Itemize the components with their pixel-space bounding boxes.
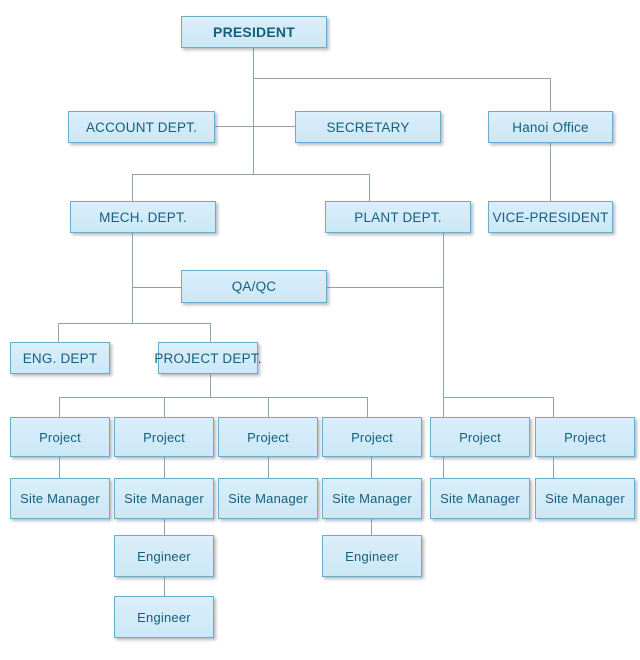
node-site-manager-1: Site Manager	[10, 478, 110, 519]
node-vice-president: VICE-PRESIDENT	[488, 201, 613, 233]
connector-line	[443, 233, 444, 417]
node-label: Hanoi Office	[512, 119, 589, 135]
node-label: PLANT DEPT.	[354, 209, 442, 225]
connector-line	[59, 397, 60, 417]
node-label: Site Manager	[20, 491, 100, 506]
connector-line	[164, 457, 165, 478]
connector-line	[371, 457, 372, 478]
node-eng-dept: ENG. DEPT	[10, 342, 110, 374]
node-label: Site Manager	[332, 491, 412, 506]
node-site-manager-4: Site Manager	[322, 478, 422, 519]
connector-line	[550, 78, 551, 111]
node-hanoi-office: Hanoi Office	[488, 111, 613, 143]
connector-line	[253, 48, 254, 174]
connector-line	[553, 397, 554, 417]
node-label: Project	[143, 429, 185, 445]
connector-line	[210, 323, 211, 342]
node-president: PRESIDENT	[181, 16, 327, 48]
node-label: Project	[351, 429, 393, 445]
connector-line	[443, 457, 444, 478]
node-engineer-1: Engineer	[114, 535, 214, 577]
node-label: QA/QC	[231, 279, 277, 294]
connector-line	[164, 397, 165, 417]
connector-line	[268, 397, 269, 417]
node-plant-dept: PLANT DEPT.	[325, 201, 471, 233]
node-account-dept: ACCOUNT DEPT.	[68, 111, 215, 143]
node-engineer-2: Engineer	[114, 596, 214, 638]
connector-line	[327, 287, 443, 288]
connector-line	[443, 397, 553, 398]
node-site-manager-3: Site Manager	[218, 478, 318, 519]
node-label: Site Manager	[124, 491, 204, 506]
node-label: Project	[39, 429, 81, 445]
node-engineer-3: Engineer	[322, 535, 422, 577]
node-project-1: Project	[10, 417, 110, 457]
node-secretary: SECRETARY	[295, 111, 441, 143]
node-project-4: Project	[322, 417, 422, 457]
node-project-3: Project	[218, 417, 318, 457]
node-project-2: Project	[114, 417, 214, 457]
node-label: Engineer	[137, 548, 191, 564]
node-label: Engineer	[137, 609, 191, 625]
node-label: VICE-PRESIDENT	[492, 209, 609, 225]
node-label: Project	[459, 429, 501, 445]
node-label: Project	[247, 429, 289, 445]
node-site-manager-5: Site Manager	[430, 478, 530, 519]
connector-line	[215, 126, 295, 127]
node-label: SECRETARY	[326, 119, 410, 135]
connector-line	[132, 174, 133, 201]
connector-line	[268, 457, 269, 478]
connector-line	[253, 78, 550, 79]
connector-line	[59, 457, 60, 478]
connector-line	[59, 397, 367, 398]
node-site-manager-2: Site Manager	[114, 478, 214, 519]
connector-line	[367, 397, 368, 417]
node-label: Site Manager	[545, 491, 625, 506]
node-label: MECH. DEPT.	[99, 209, 187, 225]
node-label: PROJECT DEPT.	[154, 350, 262, 366]
connector-line	[132, 233, 133, 323]
connector-line	[164, 519, 165, 535]
node-project-6: Project	[535, 417, 635, 457]
node-label: Project	[564, 429, 606, 445]
node-label: PRESIDENT	[213, 24, 295, 40]
node-label: Site Manager	[440, 491, 520, 506]
connector-line	[210, 374, 211, 397]
node-mech-dept: MECH. DEPT.	[70, 201, 216, 233]
node-project-5: Project	[430, 417, 530, 457]
connector-line	[164, 577, 165, 596]
node-label: Site Manager	[228, 491, 308, 506]
connector-line	[550, 143, 551, 201]
node-label: ENG. DEPT	[22, 350, 98, 366]
connector-line	[369, 174, 370, 201]
connector-line	[58, 323, 210, 324]
connector-line	[58, 323, 59, 342]
node-qa-qc: QA/QC	[181, 270, 327, 303]
node-site-manager-6: Site Manager	[535, 478, 635, 519]
node-label: ACCOUNT DEPT.	[85, 119, 198, 135]
connector-line	[553, 457, 554, 478]
connector-line	[371, 519, 372, 535]
node-label: Engineer	[345, 548, 399, 564]
connector-line	[132, 174, 370, 175]
node-project-dept: PROJECT DEPT.	[154, 342, 261, 374]
connector-line	[132, 287, 181, 288]
